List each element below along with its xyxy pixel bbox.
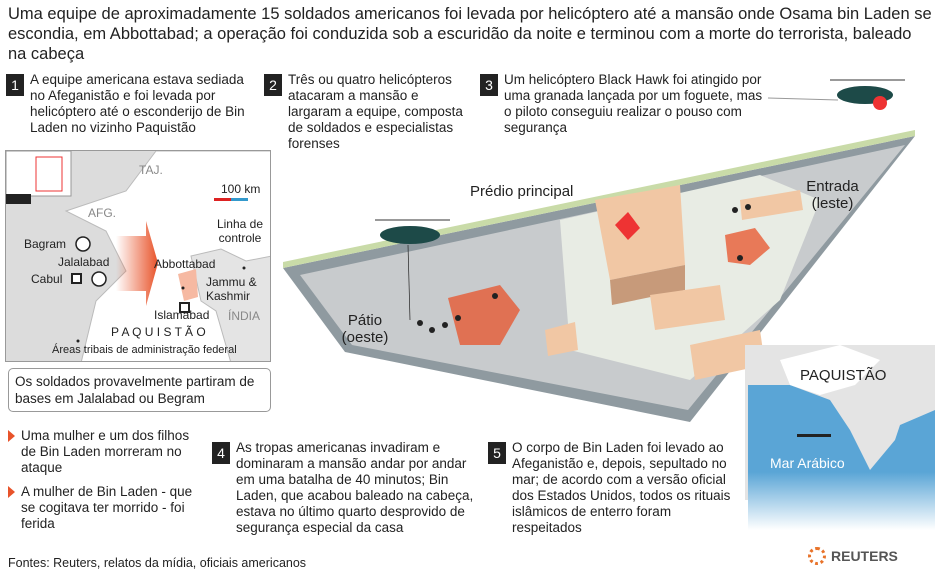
map-label: TAJ.: [139, 163, 163, 177]
step-number: 4: [212, 442, 230, 464]
step-number: 1: [6, 74, 24, 96]
route-arrow: [116, 221, 158, 306]
map-label: Bagram: [24, 237, 67, 251]
ship-icon: [797, 434, 831, 437]
map-label: Jammu & Kashmir: [206, 275, 257, 303]
reuters-logo-text: REUTERS: [831, 548, 898, 564]
arabian-sea: [748, 385, 935, 530]
map-callout: Os soldados provavelmente partiram de ba…: [8, 368, 271, 412]
explosion-icon: [615, 212, 640, 240]
step-3: 3 Um helicóptero Black Hawk foi atingido…: [480, 72, 765, 136]
label-entrance: Entrada (leste): [806, 178, 859, 212]
map-shapes: [6, 151, 270, 361]
reuters-logo-icon: [808, 547, 826, 565]
map-label: Linha de controle: [216, 217, 264, 245]
label-courtyard: Pátio (oeste): [341, 312, 389, 346]
step-number: 5: [488, 442, 506, 464]
bullet-item: Uma mulher e um dos filhos de Bin Laden …: [8, 428, 200, 476]
step-1: 1 A equipe americana estava sediada no A…: [6, 72, 260, 136]
scale-label: 100 km: [221, 182, 261, 196]
map-label: ÍNDIA: [228, 309, 261, 323]
map-label: Islamabad: [154, 308, 210, 322]
bullet-list: Uma mulher e um dos filhos de Bin Laden …: [8, 428, 200, 532]
step-4: 4 As tropas americanas invadiram e domin…: [212, 440, 482, 536]
reuters-logo: REUTERS: [808, 547, 898, 565]
map-label: Cabul: [31, 272, 63, 286]
map-label: Abbottabad: [154, 257, 216, 271]
helicopter-icon: [375, 219, 450, 244]
capital-icon: [71, 273, 82, 284]
airbase-icon: [75, 236, 91, 252]
map-label: AFG.: [88, 206, 117, 220]
bullet-item: A mulher de Bin Laden - que se cogitava …: [8, 484, 200, 532]
capital-icon: [179, 302, 190, 313]
sources: Fontes: Reuters, relatos da mídia, ofici…: [8, 556, 307, 570]
triangle-icon: [8, 430, 15, 442]
bullet-text: A mulher de Bin Laden - que se cogitava …: [21, 484, 193, 531]
main-building: [595, 185, 685, 280]
advance-arrow: [725, 228, 770, 265]
step-text: Um helicóptero Black Hawk foi atingido p…: [504, 72, 763, 135]
region-map: TAJ. 100 km AFG. Bagram Jalalabad Cabul …: [5, 150, 271, 362]
helicopter-icon: [830, 79, 905, 110]
label-sea: Mar Arábico: [770, 455, 845, 471]
headline: Uma equipe de aproximadamente 15 soldado…: [8, 5, 932, 63]
triangle-icon: [8, 486, 15, 498]
step-number: 3: [480, 74, 498, 96]
step-text: A equipe americana estava sediada no Afe…: [30, 72, 245, 135]
label-main-building: Prédio principal: [470, 183, 574, 200]
soldier-icons: [417, 204, 751, 333]
advance-arrow: [448, 285, 520, 345]
airbase-icon: [91, 271, 107, 287]
step-number: 2: [264, 74, 282, 96]
map-label: Áreas tribais de administração federal: [52, 344, 237, 356]
bullet-text: Uma mulher e um dos filhos de Bin Laden …: [21, 428, 190, 475]
step-text: As tropas americanas invadiram e dominar…: [236, 440, 474, 535]
map-label: P A Q U I S T Ã O: [111, 325, 206, 339]
step-text: Três ou quatro helicópteros atacaram a m…: [288, 72, 463, 151]
step-text: O corpo de Bin Laden foi levado ao Afega…: [512, 440, 731, 535]
map-label: Jalalabad: [58, 255, 110, 269]
step-2: 2 Três ou quatro helicópteros atacaram a…: [264, 72, 474, 152]
step-5: 5 O corpo de Bin Laden foi levado ao Afe…: [488, 440, 743, 536]
label-pakistan: PAQUISTÃO: [800, 367, 887, 384]
